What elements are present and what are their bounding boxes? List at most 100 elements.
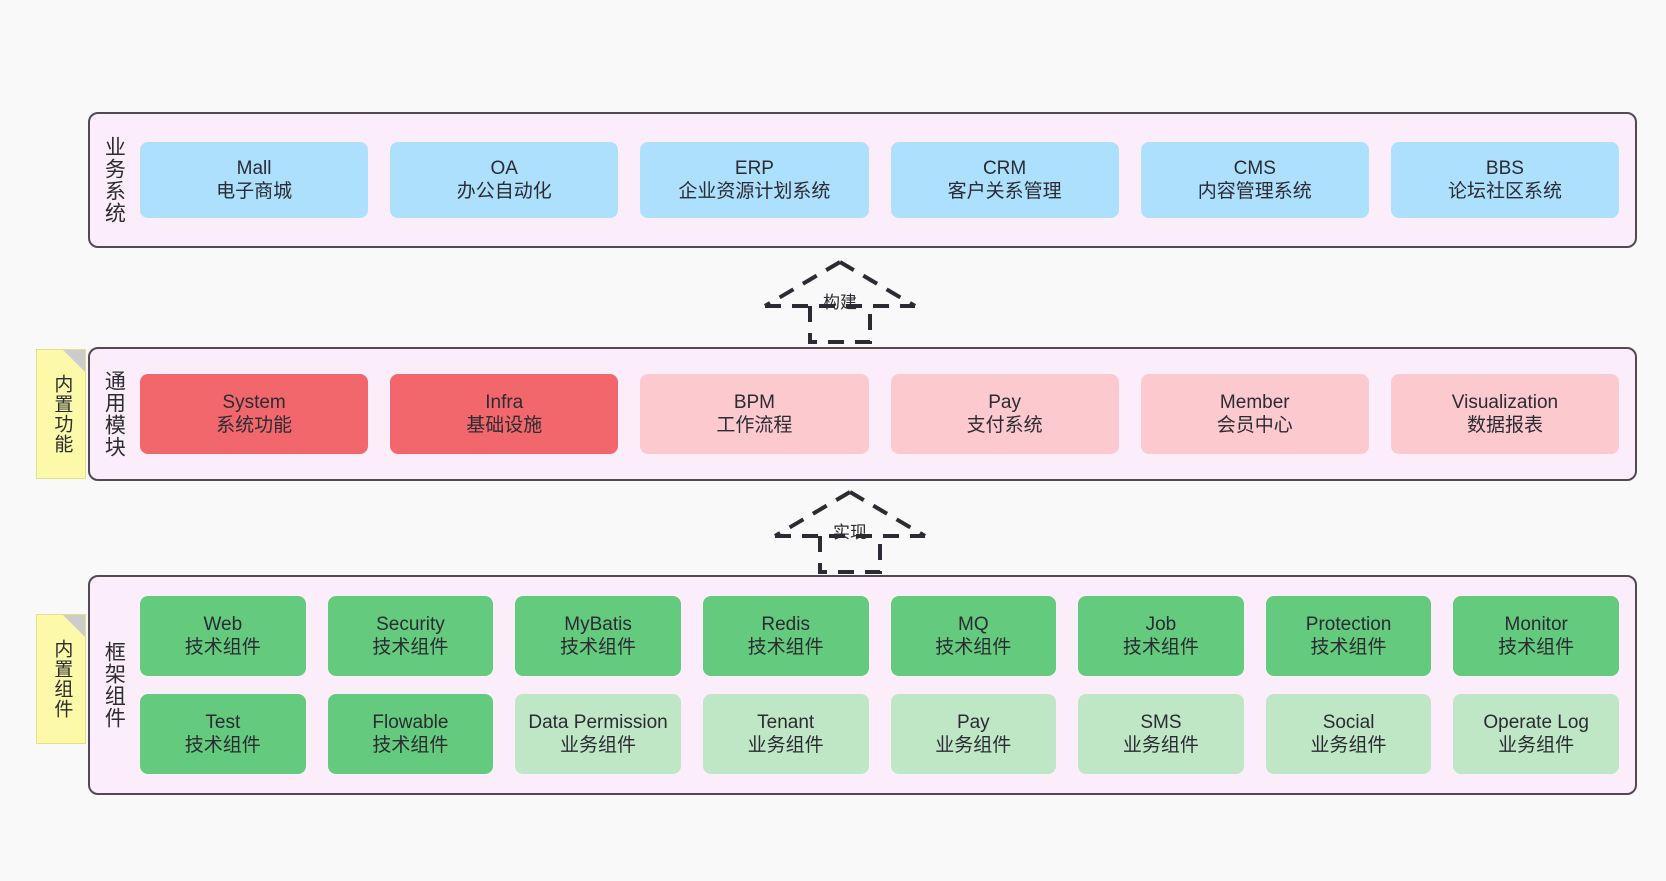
card-title-cn: 客户关系管理 bbox=[947, 181, 1062, 202]
card-operate-log[interactable]: Operate Log 业务组件 bbox=[1453, 694, 1619, 774]
card-title-en: OA bbox=[490, 157, 518, 179]
card-title-cn: 企业资源计划系统 bbox=[678, 181, 831, 202]
card-cms[interactable]: CMS 内容管理系统 bbox=[1140, 142, 1369, 218]
layer-title-common: 通用模块 bbox=[102, 370, 126, 458]
card-sms[interactable]: SMS 业务组件 bbox=[1078, 694, 1244, 774]
layer-common-modules: 通用模块 System 系统功能 Infra 基础设施 BPM 工作流程 Pay… bbox=[88, 347, 1637, 481]
connector-build: 构建 bbox=[755, 258, 925, 344]
connector-realize: 实现 bbox=[765, 488, 935, 574]
card-title-en: Web bbox=[203, 613, 243, 635]
card-title-en: Member bbox=[1219, 391, 1290, 413]
card-title-cn: 会员中心 bbox=[1216, 415, 1293, 436]
card-bbs[interactable]: BBS 论坛社区系统 bbox=[1390, 142, 1620, 218]
card-title-en: Social bbox=[1322, 711, 1375, 733]
card-title-cn: 业务组件 bbox=[560, 735, 637, 756]
card-redis[interactable]: Redis 技术组件 bbox=[702, 596, 869, 676]
card-title-en: Security bbox=[376, 613, 445, 635]
card-title-cn: 数据报表 bbox=[1466, 415, 1543, 436]
card-pay[interactable]: Pay 支付系统 bbox=[890, 374, 1119, 454]
card-mq[interactable]: MQ 技术组件 bbox=[890, 596, 1057, 676]
card-title-cn: 系统功能 bbox=[216, 415, 293, 436]
sticky-note-builtin-components: 内置组件 bbox=[36, 614, 86, 744]
layer-business-systems: 业务系统 Mall 电子商城 OA 办公自动化 ERP 企业资源计划系统 CRM… bbox=[88, 112, 1637, 248]
card-title-en: MQ bbox=[958, 613, 989, 635]
card-title-en: Flowable bbox=[372, 711, 449, 733]
card-title-cn: 技术组件 bbox=[935, 637, 1012, 658]
card-title-en: Visualization bbox=[1451, 391, 1559, 413]
card-system[interactable]: System 系统功能 bbox=[140, 374, 369, 454]
card-flowable[interactable]: Flowable 技术组件 bbox=[327, 694, 494, 774]
card-mall[interactable]: Mall 电子商城 bbox=[140, 142, 369, 218]
layer-body-common: System 系统功能 Infra 基础设施 BPM 工作流程 Pay 支付系统… bbox=[136, 349, 1635, 479]
card-crm[interactable]: CRM 客户关系管理 bbox=[890, 142, 1119, 218]
card-title-cn: 技术组件 bbox=[372, 637, 449, 658]
card-title-cn: 业务组件 bbox=[1498, 735, 1575, 756]
card-title-cn: 技术组件 bbox=[1122, 637, 1199, 658]
card-title-en: Monitor bbox=[1504, 613, 1568, 635]
generalization-arrow-left-edge bbox=[773, 490, 852, 538]
card-title-cn: 技术组件 bbox=[184, 637, 261, 658]
card-title-cn: 技术组件 bbox=[1498, 637, 1575, 658]
card-pay-component[interactable]: Pay 业务组件 bbox=[890, 694, 1057, 774]
card-title-en: Redis bbox=[761, 613, 810, 635]
card-title-cn: 技术组件 bbox=[1310, 637, 1387, 658]
connector-label-build: 构建 bbox=[823, 293, 857, 312]
card-title-en: Mall bbox=[236, 157, 272, 179]
card-member[interactable]: Member 会员中心 bbox=[1140, 374, 1369, 454]
card-title-cn: 技术组件 bbox=[560, 637, 637, 658]
card-title-en: MyBatis bbox=[564, 613, 632, 635]
card-title-cn: 论坛社区系统 bbox=[1447, 181, 1562, 202]
card-security[interactable]: Security 技术组件 bbox=[327, 596, 494, 676]
card-erp[interactable]: ERP 企业资源计划系统 bbox=[640, 142, 869, 218]
card-infra[interactable]: Infra 基础设施 bbox=[390, 374, 619, 454]
generalization-arrow-stem bbox=[818, 536, 882, 574]
card-title-en: Pay bbox=[956, 711, 990, 733]
card-title-en: CMS bbox=[1233, 157, 1276, 179]
card-title-cn: 业务组件 bbox=[1310, 735, 1387, 756]
card-row: Test 技术组件 Flowable 技术组件 Data Permission … bbox=[140, 694, 1619, 774]
card-monitor[interactable]: Monitor 技术组件 bbox=[1453, 596, 1619, 676]
layer-body-business: Mall 电子商城 OA 办公自动化 ERP 企业资源计划系统 CRM 客户关系… bbox=[136, 114, 1635, 246]
card-title-en: Tenant bbox=[757, 711, 815, 733]
card-title-en: BPM bbox=[733, 391, 776, 413]
generalization-arrow-right-edge bbox=[848, 490, 927, 538]
card-title-cn: 技术组件 bbox=[184, 735, 261, 756]
card-test[interactable]: Test 技术组件 bbox=[140, 694, 306, 774]
card-title-en: CRM bbox=[982, 157, 1027, 179]
card-title-en: ERP bbox=[734, 157, 774, 179]
card-title-en: Pay bbox=[988, 391, 1021, 413]
card-title-cn: 业务组件 bbox=[1122, 735, 1199, 756]
card-title-en: Infra bbox=[485, 391, 524, 413]
card-data-permission[interactable]: Data Permission 业务组件 bbox=[515, 694, 681, 774]
generalization-arrow-left-edge bbox=[763, 260, 842, 308]
card-title-cn: 工作流程 bbox=[716, 415, 793, 436]
card-protection[interactable]: Protection 技术组件 bbox=[1265, 596, 1432, 676]
card-title-en: SMS bbox=[1140, 711, 1182, 733]
card-job[interactable]: Job 技术组件 bbox=[1078, 596, 1244, 676]
layer-title-framework: 框架组件 bbox=[102, 641, 126, 729]
card-visualization[interactable]: Visualization 数据报表 bbox=[1390, 374, 1620, 454]
card-oa[interactable]: OA 办公自动化 bbox=[390, 142, 619, 218]
card-web[interactable]: Web 技术组件 bbox=[140, 596, 306, 676]
layer-framework-components: 框架组件 Web 技术组件 Security 技术组件 MyBatis 技术组件… bbox=[88, 575, 1637, 795]
card-title-cn: 基础设施 bbox=[466, 415, 543, 436]
generalization-arrow-stem bbox=[808, 306, 872, 344]
card-title-en: Protection bbox=[1305, 613, 1392, 635]
card-title-cn: 电子商城 bbox=[216, 181, 293, 202]
layer-body-framework: Web 技术组件 Security 技术组件 MyBatis 技术组件 Redi… bbox=[136, 577, 1635, 793]
card-title-en: Test bbox=[205, 711, 241, 733]
card-title-cn: 办公自动化 bbox=[456, 181, 552, 202]
card-title-en: Operate Log bbox=[1483, 711, 1589, 733]
sticky-note-builtin-features: 内置功能 bbox=[36, 349, 86, 479]
card-social[interactable]: Social 业务组件 bbox=[1265, 694, 1432, 774]
card-tenant[interactable]: Tenant 业务组件 bbox=[702, 694, 869, 774]
card-bpm[interactable]: BPM 工作流程 bbox=[640, 374, 869, 454]
card-title-cn: 内容管理系统 bbox=[1197, 181, 1312, 202]
connector-label-realize: 实现 bbox=[833, 523, 867, 542]
card-mybatis[interactable]: MyBatis 技术组件 bbox=[515, 596, 681, 676]
layer-title-business: 业务系统 bbox=[102, 136, 126, 224]
card-title-cn: 业务组件 bbox=[747, 735, 824, 756]
card-row: System 系统功能 Infra 基础设施 BPM 工作流程 Pay 支付系统… bbox=[140, 374, 1620, 454]
card-title-cn: 技术组件 bbox=[372, 735, 449, 756]
card-row: Web 技术组件 Security 技术组件 MyBatis 技术组件 Redi… bbox=[140, 596, 1619, 676]
